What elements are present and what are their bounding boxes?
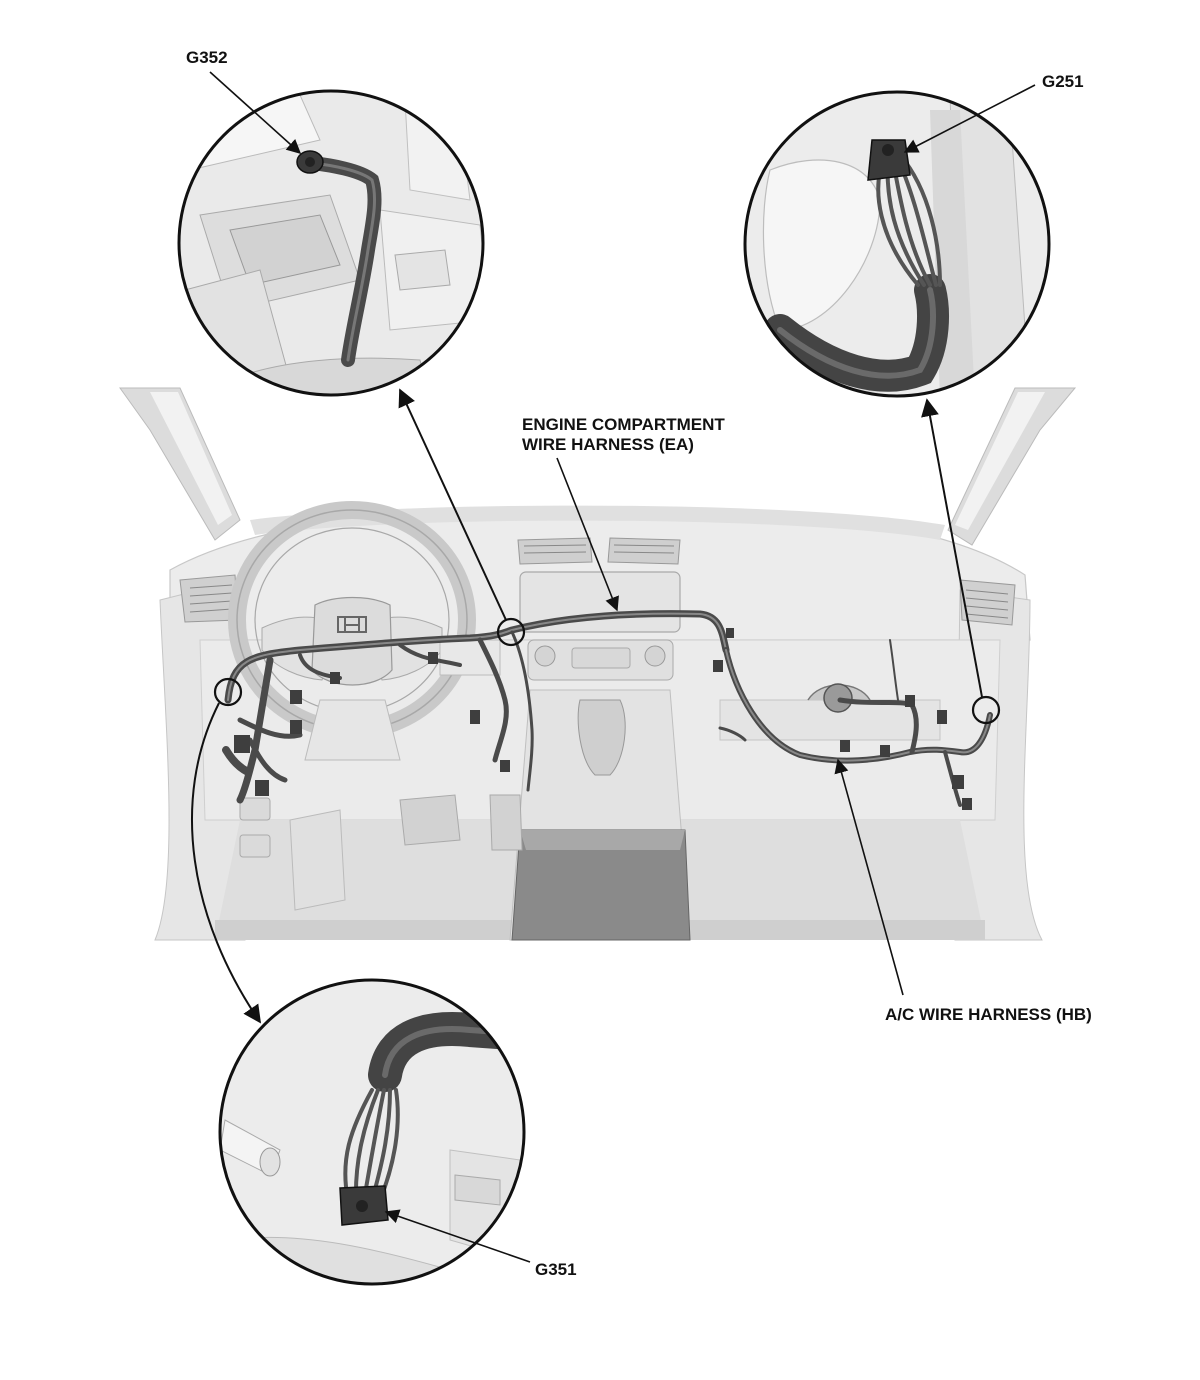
g351-location-marker [213,677,243,707]
detail-view-g251 [743,90,1051,398]
ea-harness-label-line1: ENGINE COMPARTMENT [522,415,725,434]
g351-leader [384,1209,531,1263]
g251-leader [903,84,1036,153]
g251-label: G251 [1042,72,1084,91]
hb-leader [834,758,904,996]
g351-label: G351 [535,1260,577,1279]
g352-location-marker [496,617,526,647]
g251-location-marker [971,695,1001,725]
g251-callout-arrow [921,398,983,698]
harness-connectors [234,628,972,810]
ea-leader [556,457,619,612]
g352-leader [209,71,302,154]
wire-harnesses [222,610,993,807]
ea-harness-label-line2: WIRE HARNESS (EA) [522,435,694,454]
hb-harness-label: A/C WIRE HARNESS (HB) [885,1005,1092,1024]
leader-lines [209,71,1036,1263]
detail-view-g352 [177,89,485,397]
detail-view-g351 [218,978,526,1286]
vehicle-interior [119,387,1077,941]
g352-callout-arrow [398,388,507,621]
g351-callout-arrow [190,702,262,1024]
steering-wheel [228,501,476,761]
callout-arrows [190,388,983,1024]
g352-label: G352 [186,48,228,67]
